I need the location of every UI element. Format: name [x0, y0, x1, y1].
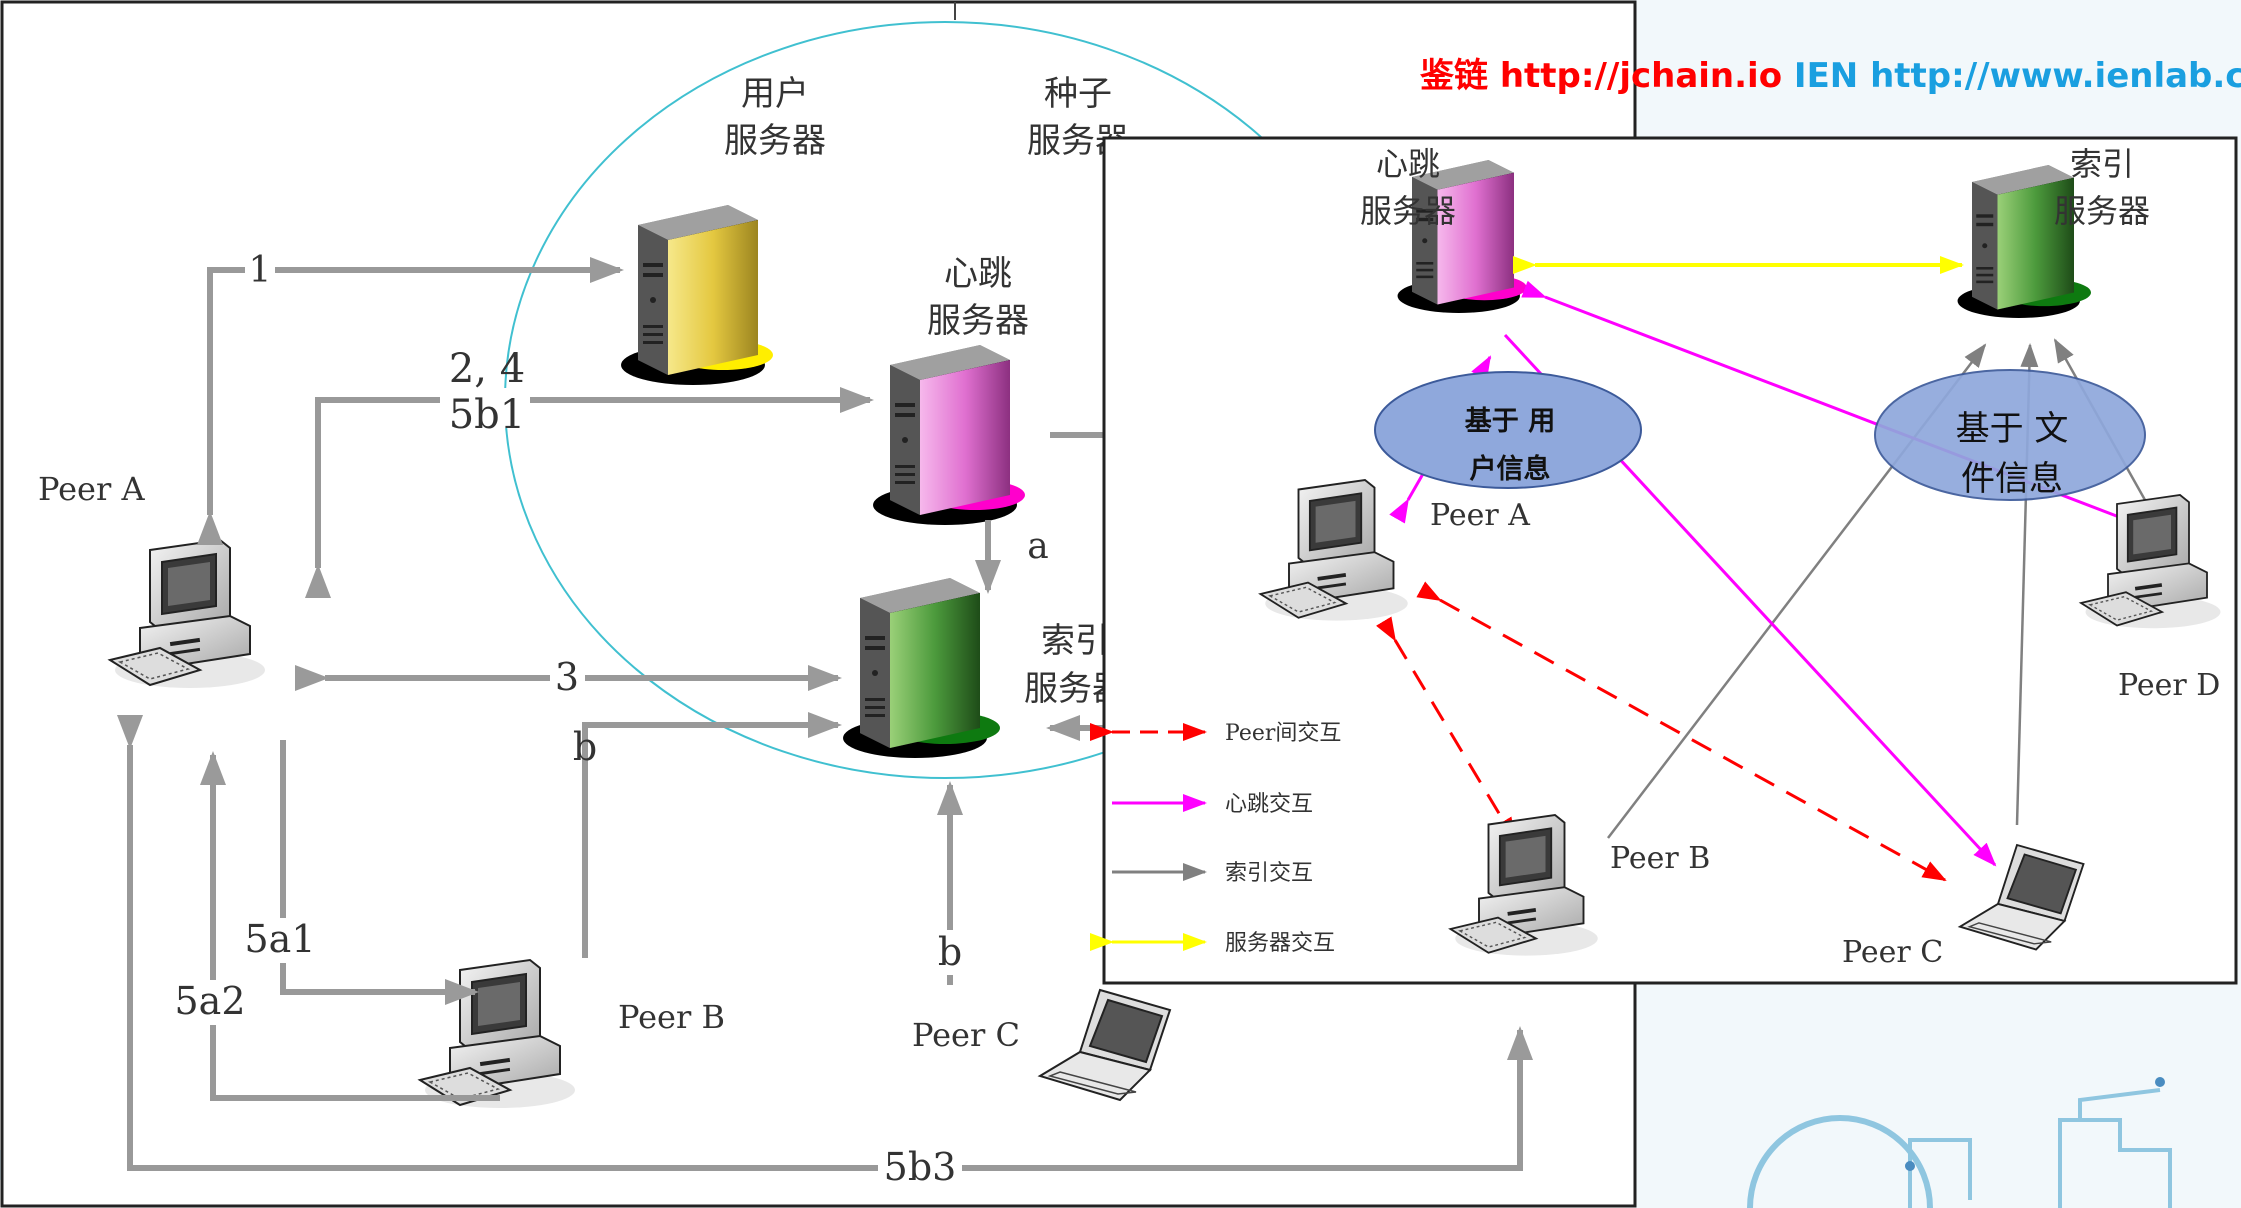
peer-b-label: Peer B — [618, 998, 725, 1036]
label-5a2: 5a2 — [174, 979, 245, 1023]
user-info-label-1: 基于 用 — [1465, 406, 1555, 437]
right-peer-b-label: Peer B — [1610, 841, 1710, 876]
label-2-4: 2, 4 — [449, 346, 525, 392]
arrow-2-4 — [305, 387, 874, 598]
label-1: 1 — [249, 250, 272, 291]
legend-server-label: 服务器交互 — [1225, 931, 1335, 956]
right-peer-c-label: Peer C — [1842, 935, 1943, 970]
ienlab-link[interactable]: IEN http://www.ienlab.com — [1793, 56, 2241, 96]
right-heartbeat-server-icon — [1397, 160, 1527, 313]
right-index-label-1: 索引 — [2070, 145, 2134, 183]
right-heartbeat-label-2: 服务器 — [1360, 192, 1456, 230]
legend: Peer间交互 心跳交互 索引交互 服务器交互 — [1090, 721, 1341, 956]
label-3: 3 — [555, 655, 579, 699]
label-5b1: 5b1 — [449, 392, 526, 438]
user-info-label-2: 户信息 — [1470, 453, 1551, 485]
user-info-ellipse: 基于 用 户信息 — [1374, 371, 1642, 489]
file-info-label-2: 件信息 — [1961, 459, 2063, 499]
heartbeat-server-label-1: 心跳 — [944, 254, 1012, 294]
user-server-label-2: 服务器 — [724, 121, 826, 161]
right-diagram: 心跳 服务器 索引 服务器 基于 用 户信息 — [1090, 136, 2238, 985]
label-b-1: b — [573, 725, 597, 769]
label-a: a — [1027, 526, 1048, 567]
peer-a-label: Peer A — [38, 470, 145, 508]
right-index-label-2: 服务器 — [2054, 192, 2150, 230]
user-server-icon — [621, 205, 773, 385]
seed-server-label-1: 种子 — [1044, 74, 1112, 114]
index-server-icon — [843, 578, 1000, 758]
index-server-label-1: 索引 — [1041, 621, 1109, 661]
arrow-1 — [197, 257, 624, 545]
legend-peer-label: Peer间交互 — [1225, 721, 1341, 746]
arrow-labels: 1 2, 4 5b1 a 3 b b 5a1 5a2 5b3 — [170, 250, 1049, 1189]
arrow-5b3 — [117, 715, 1533, 1171]
file-info-label-1: 基于 文 — [1956, 409, 2069, 449]
legend-heartbeat-label: 心跳交互 — [1225, 792, 1313, 817]
jchain-link[interactable]: 鉴链 http://jchain.io — [1420, 56, 1783, 96]
right-heartbeat-label-1: 心跳 — [1376, 145, 1440, 183]
header-links: 鉴链 http://jchain.io IEN http://www.ienla… — [1420, 48, 2241, 97]
user-server-label-1: 用户 — [741, 74, 809, 114]
legend-index-label: 索引交互 — [1225, 861, 1313, 886]
label-b-2: b — [938, 930, 962, 974]
heartbeat-server-label-2: 服务器 — [927, 301, 1029, 341]
label-5b3: 5b3 — [884, 1145, 957, 1189]
peer-c-label: Peer C — [912, 1016, 1020, 1054]
peer-arrow-a-c — [1416, 581, 1947, 882]
right-peer-a-label: Peer A — [1430, 498, 1530, 533]
label-5a1: 5a1 — [244, 917, 315, 961]
heartbeat-server-icon — [873, 345, 1025, 525]
right-peer-d-label: Peer D — [2118, 668, 2220, 703]
file-info-ellipse: 基于 文 件信息 — [1874, 369, 2146, 501]
right-index-server-icon — [1957, 165, 2091, 318]
